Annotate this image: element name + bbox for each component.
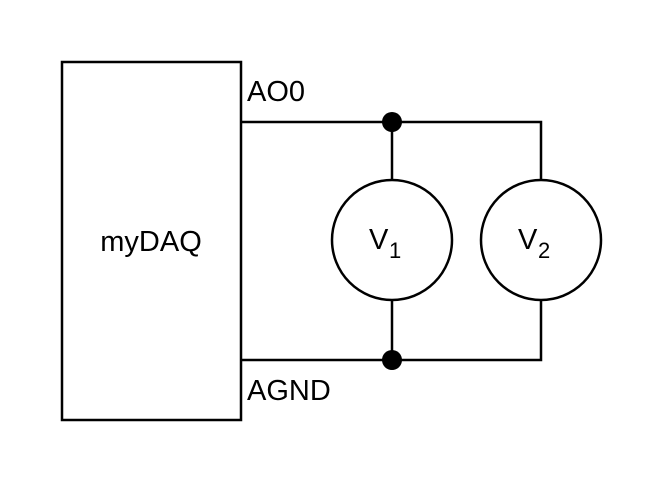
junction-top (382, 112, 402, 132)
terminal-ao0-label: AO0 (247, 76, 305, 108)
device-label: myDAQ (100, 226, 202, 258)
top-wire (241, 120, 543, 180)
voltmeter-v2-symbol: V (518, 224, 538, 256)
voltmeter-v2-subscript: 2 (538, 238, 550, 263)
voltmeter-v1-circle (330, 178, 454, 302)
voltmeter-v2: V 2 (479, 178, 603, 302)
bottom-wire (241, 300, 543, 362)
junction-bottom (382, 350, 402, 370)
voltmeter-v1: V 1 (330, 178, 454, 302)
voltmeter-v1-subscript: 1 (389, 238, 401, 263)
mydaq-box (60, 60, 243, 422)
terminal-agnd-label: AGND (247, 375, 331, 407)
voltmeter-v2-circle (479, 178, 603, 302)
voltmeter-v1-symbol: V (369, 224, 389, 256)
